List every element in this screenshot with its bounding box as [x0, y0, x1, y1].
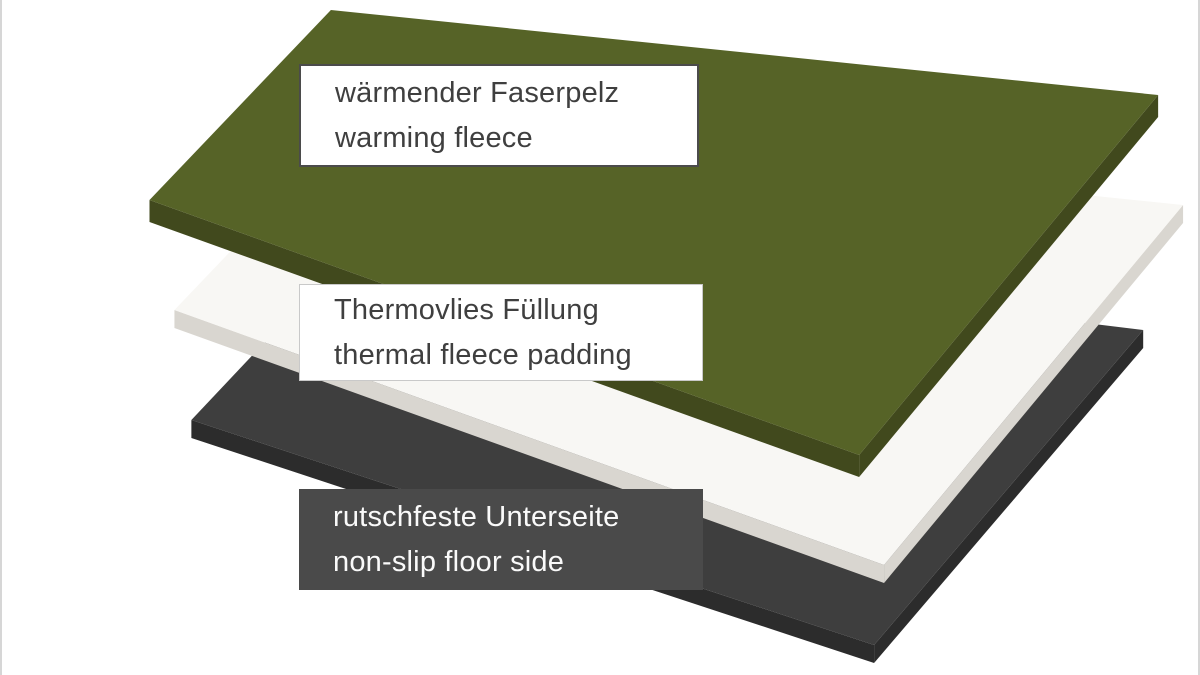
- warming-fleece-label-de: wärmender Faserpelz: [335, 76, 620, 109]
- warming-fleece-layer-right-edge: [859, 95, 1159, 477]
- label-thermal-padding: Thermovlies Füllung thermal fleece paddi…: [299, 284, 703, 381]
- thermal-padding-label-en: thermal fleece padding: [334, 339, 632, 371]
- non-slip-base-layer-right-edge: [874, 330, 1144, 663]
- warming-fleece-label-en: warming fleece: [335, 122, 533, 154]
- label-warming-fleece: wärmender Faserpelz warming fleece: [299, 64, 699, 167]
- label-non-slip-base: rutschfeste Unterseite non-slip floor si…: [299, 489, 703, 590]
- non-slip-base-label-en: non-slip floor side: [333, 546, 565, 578]
- thermal-padding-layer-right-edge: [884, 205, 1184, 583]
- non-slip-base-label-de: rutschfeste Unterseite: [333, 500, 620, 533]
- thermal-padding-label-de: Thermovlies Füllung: [334, 293, 599, 326]
